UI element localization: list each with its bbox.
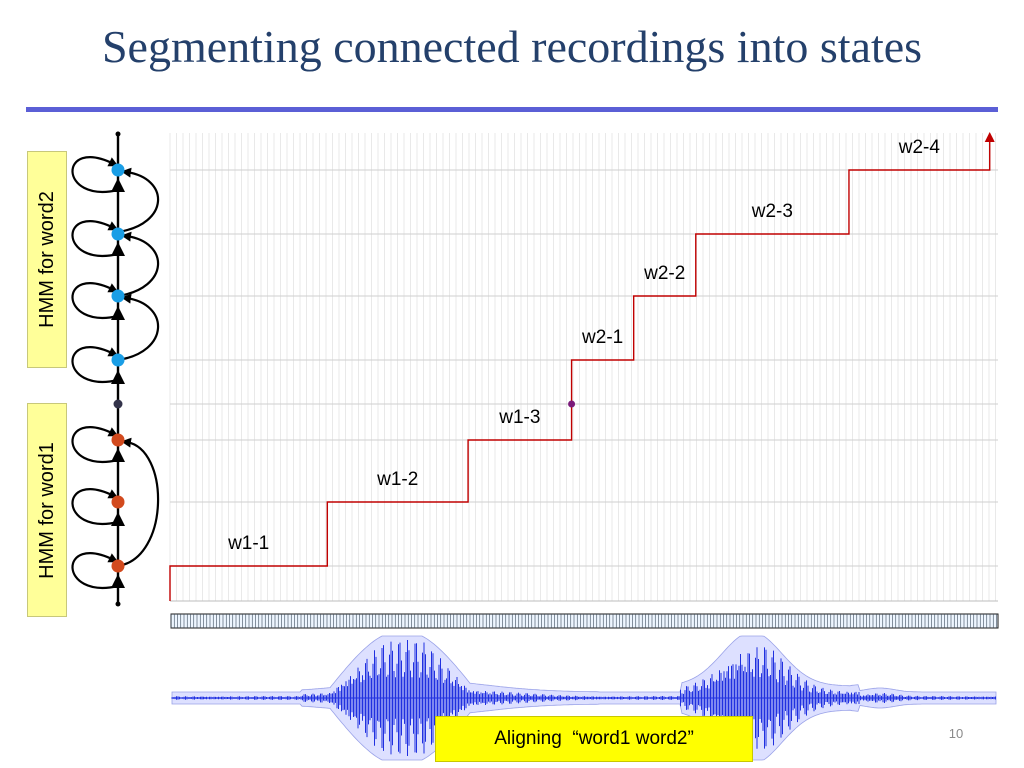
word1-state-dot: [111, 495, 125, 509]
self-loop-icon: [71, 220, 119, 257]
segment-label: w2-1: [581, 327, 623, 348]
word1-state-dot: [111, 433, 125, 447]
segment-label: w2-4: [898, 137, 941, 158]
word1-state-dot: [111, 559, 125, 573]
skip-arc-icon: [117, 231, 160, 298]
word-junction-dot: [113, 399, 123, 409]
segment-labels: w1-1 w1-2 w1-3 w2-1 w2-2 w2-3 w2-4: [227, 137, 940, 554]
word-boundary-dot: [568, 400, 576, 408]
hmm-word2-label: HMM for word2: [27, 151, 67, 368]
up-arrow-icon: [111, 242, 125, 256]
hmm-axis-end-dot: [115, 601, 121, 607]
word2-state-dot: [111, 227, 125, 241]
self-loop-icon: [71, 426, 119, 463]
segment-label: w1-3: [498, 407, 540, 428]
self-loop-icon: [71, 552, 119, 589]
hmm-axis-end-dot: [115, 131, 121, 137]
self-loop-icon: [71, 156, 119, 193]
alignment-staircase: [169, 132, 995, 601]
self-loop-icon: [71, 488, 119, 525]
segment-label: w1-1: [227, 533, 269, 554]
frame-boxes: [170, 613, 999, 629]
segment-label: w2-2: [643, 263, 685, 284]
word2-state-dot: [111, 353, 125, 367]
self-loop-icon: [71, 282, 119, 319]
skip-arc-icon: [117, 437, 160, 568]
hmm-word1-label: HMM for word1: [27, 403, 67, 617]
speech-waveform: [171, 635, 997, 761]
segment-label: w2-3: [751, 201, 793, 222]
word2-state-dot: [111, 289, 125, 303]
skip-arc-icon: [117, 167, 160, 234]
segment-label: w1-2: [376, 469, 418, 490]
frame-strip: [170, 613, 999, 629]
up-arrow-icon: [111, 448, 125, 462]
title-divider: [26, 107, 998, 112]
alignment-path: [169, 132, 995, 601]
up-arrow-icon: [111, 574, 125, 588]
slide-number: 10: [948, 726, 964, 741]
caption-box: Aligning “word1 word2”: [435, 716, 753, 762]
word2-state-dot: [111, 163, 125, 177]
skip-arc-icon: [117, 293, 160, 362]
up-arrow-icon: [111, 178, 125, 192]
trellis-grid: [169, 133, 998, 602]
self-loop-icon: [71, 346, 119, 383]
slide-title: Segmenting connected recordings into sta…: [101, 21, 923, 72]
hmm-state-chain: [71, 131, 160, 607]
